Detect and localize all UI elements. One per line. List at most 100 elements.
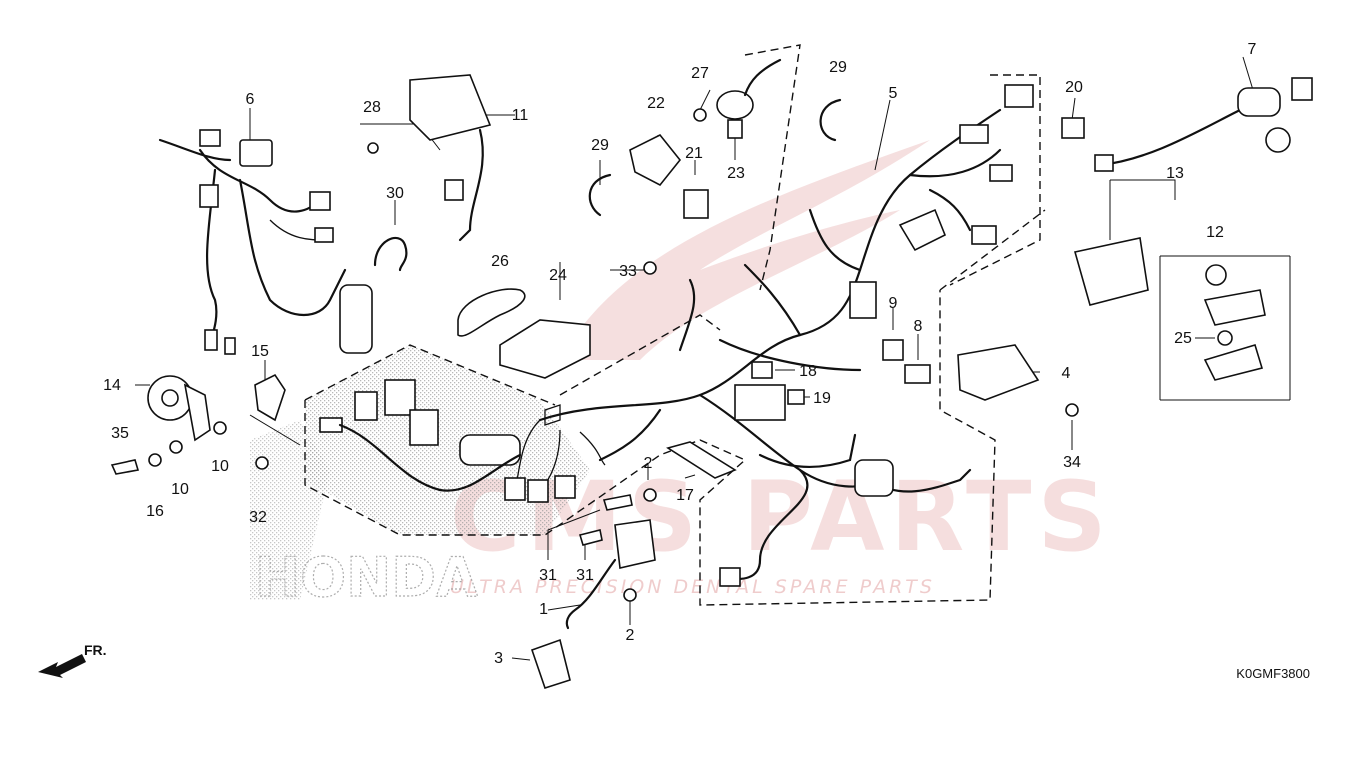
callout-label: 31: [539, 567, 557, 584]
callout-label: 29: [829, 59, 847, 76]
callout-label: 16: [146, 503, 164, 520]
callout-label: 33: [619, 263, 637, 280]
bolt-part-32: [255, 456, 269, 470]
parts: [110, 58, 1313, 690]
callout-labels: 1 2 2 3 4 5 6 7 8 9 10 10 11 12 13 14 15…: [103, 41, 1256, 667]
connector-block-g: [554, 475, 576, 499]
nut-part-10b: [169, 440, 183, 454]
connector-part-9: [882, 339, 904, 361]
horn-part-14: [147, 375, 211, 442]
callout-label: 32: [249, 509, 267, 526]
connector-part-8: [904, 364, 931, 384]
callout-label: 10: [211, 458, 229, 475]
connector-block-c: [354, 391, 378, 421]
callout-label: 18: [799, 363, 817, 380]
callout-label: 1: [539, 601, 548, 618]
callout-label: 28: [363, 99, 381, 116]
callout-label: 4: [1062, 365, 1071, 382]
callout-label: 23: [727, 165, 745, 182]
callout-label: 31: [576, 567, 594, 584]
regulator-part-4: [957, 344, 1040, 401]
callout-label: 24: [549, 267, 567, 284]
coil-part-7: [1094, 77, 1313, 172]
callout-label: 10: [171, 481, 189, 498]
bolt-part-31b: [578, 529, 603, 546]
left-sub-wire: [338, 423, 522, 492]
callout-label: 20: [1065, 79, 1083, 96]
clamp-part-30: [373, 236, 408, 272]
fuse-part-19: [787, 389, 805, 405]
switch-set-part-12: [1203, 264, 1266, 381]
callout-label: 13: [1166, 165, 1184, 182]
sub-harness-part-6: [158, 129, 373, 355]
plug-cap-part-3: [530, 638, 571, 690]
relay-part-21: [683, 189, 709, 219]
nut-part-10a: [213, 421, 227, 435]
callout-label: 29: [591, 137, 609, 154]
assembly-boundaries: [304, 44, 1046, 606]
callout-label: 6: [246, 91, 255, 108]
bracket-part-15: [254, 373, 286, 422]
fuse-part-18: [751, 361, 773, 379]
callout-label: 30: [386, 185, 404, 202]
sensor-part-23: [716, 58, 782, 139]
connector-block-d: [459, 434, 521, 466]
ignition-coil-part-1: [565, 519, 656, 630]
callout-label: 2: [626, 627, 635, 644]
ground-connector: [719, 567, 741, 587]
callout-label: 19: [813, 390, 831, 407]
callout-label: 22: [647, 95, 665, 112]
nut-part-2a: [643, 488, 657, 502]
callout-label: 34: [1063, 454, 1081, 471]
callout-label: 25: [1174, 330, 1192, 347]
callout-label: 2: [644, 455, 653, 472]
front-arrow-icon: [38, 654, 86, 678]
cover-part-24: [499, 319, 591, 379]
clip-part-29a: [819, 98, 842, 142]
connector-block-e: [504, 477, 526, 501]
callout-label: 26: [491, 253, 509, 270]
bolt-part-31a: [602, 494, 633, 511]
callout-label: 7: [1248, 41, 1257, 58]
watermark-wing-icon: [560, 140, 930, 360]
fuse-box: [734, 384, 786, 421]
connector-block-h: [319, 417, 343, 433]
band-part-26: [457, 288, 526, 337]
bolt-part-35: [110, 459, 140, 475]
callout-label: 5: [889, 85, 898, 102]
harness-part-5: [849, 84, 1034, 319]
callout-label: 9: [889, 295, 898, 312]
callout-label: 17: [676, 487, 694, 504]
front-label: FR.: [84, 642, 107, 658]
callout-label: 27: [691, 65, 709, 82]
bolt-part-28: [367, 142, 379, 154]
watermark-tagline: ULTRA PRECISION DENTAL SPARE PARTS: [450, 576, 935, 598]
callout-label: 21: [685, 145, 703, 162]
callout-label: 11: [512, 107, 529, 124]
callout-label: 15: [251, 343, 269, 360]
nut-part-2b: [623, 588, 637, 602]
relay-part-22: [629, 133, 682, 187]
nut-part-16: [148, 453, 162, 467]
front-direction-indicator: FR.: [38, 642, 107, 678]
connector-block-f: [527, 479, 549, 503]
callout-label: 3: [494, 650, 503, 667]
reference-code: K0GMF3800: [1236, 666, 1310, 681]
bolt-part-27: [693, 108, 707, 122]
connector-block-b: [409, 409, 439, 446]
bolt-part-33: [643, 261, 657, 275]
callout-label: 12: [1206, 224, 1224, 241]
connector-block-a: [384, 379, 416, 416]
switch-part-13: [1073, 237, 1149, 306]
bolt-part-34: [1065, 403, 1079, 417]
clip-part-20: [1061, 117, 1085, 139]
callout-label: 14: [103, 377, 121, 394]
starter-relay: [854, 459, 894, 497]
stippled-region-lower: [250, 420, 330, 600]
callout-label: 8: [914, 318, 923, 335]
regulator-part-11: [409, 74, 492, 242]
callout-label: 35: [111, 425, 129, 442]
clip-part-29b: [588, 173, 612, 217]
cover-part-17: [666, 441, 737, 479]
